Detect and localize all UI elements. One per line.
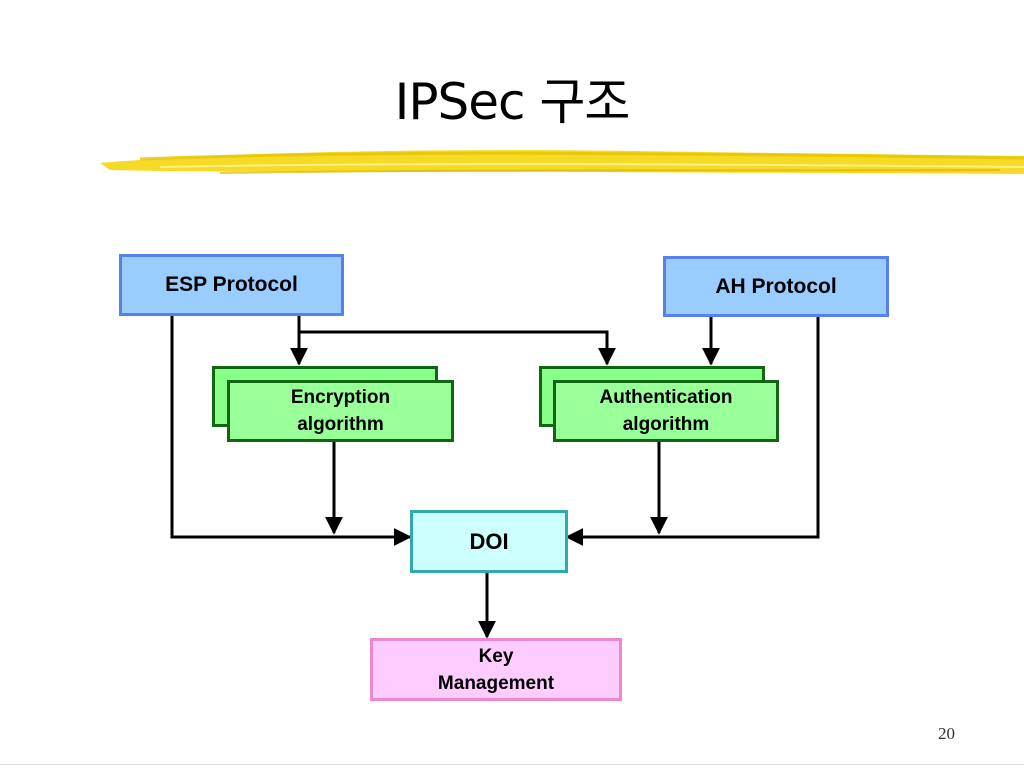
doi-label: DOI [469,528,509,554]
ah-protocol-label: AH Protocol [715,274,837,298]
authentication-label-line2: algorithm [622,414,710,435]
footer-divider [0,764,1024,765]
authentication-label-line1: Authentication [599,387,733,408]
key-label-line2: Management [437,672,555,694]
yellow-brush-stroke [100,150,1024,174]
page-number: 20 [938,724,955,743]
encryption-label-line2: algorithm [297,414,384,435]
esp-protocol-label: ESP Protocol [165,273,298,296]
key-label-line1: Key [478,645,514,667]
doi-box: DOI [410,510,568,573]
key-management-box: Key Management [370,638,622,701]
esp-protocol-box: ESP Protocol [119,254,344,316]
encryption-algorithm-box: Encryption algorithm [227,380,454,442]
ah-protocol-box: AH Protocol [663,256,889,317]
authentication-algorithm-box: Authentication algorithm [553,380,779,442]
slide-title: IPSec 구조 [394,73,631,131]
encryption-label-line1: Encryption [290,387,391,408]
